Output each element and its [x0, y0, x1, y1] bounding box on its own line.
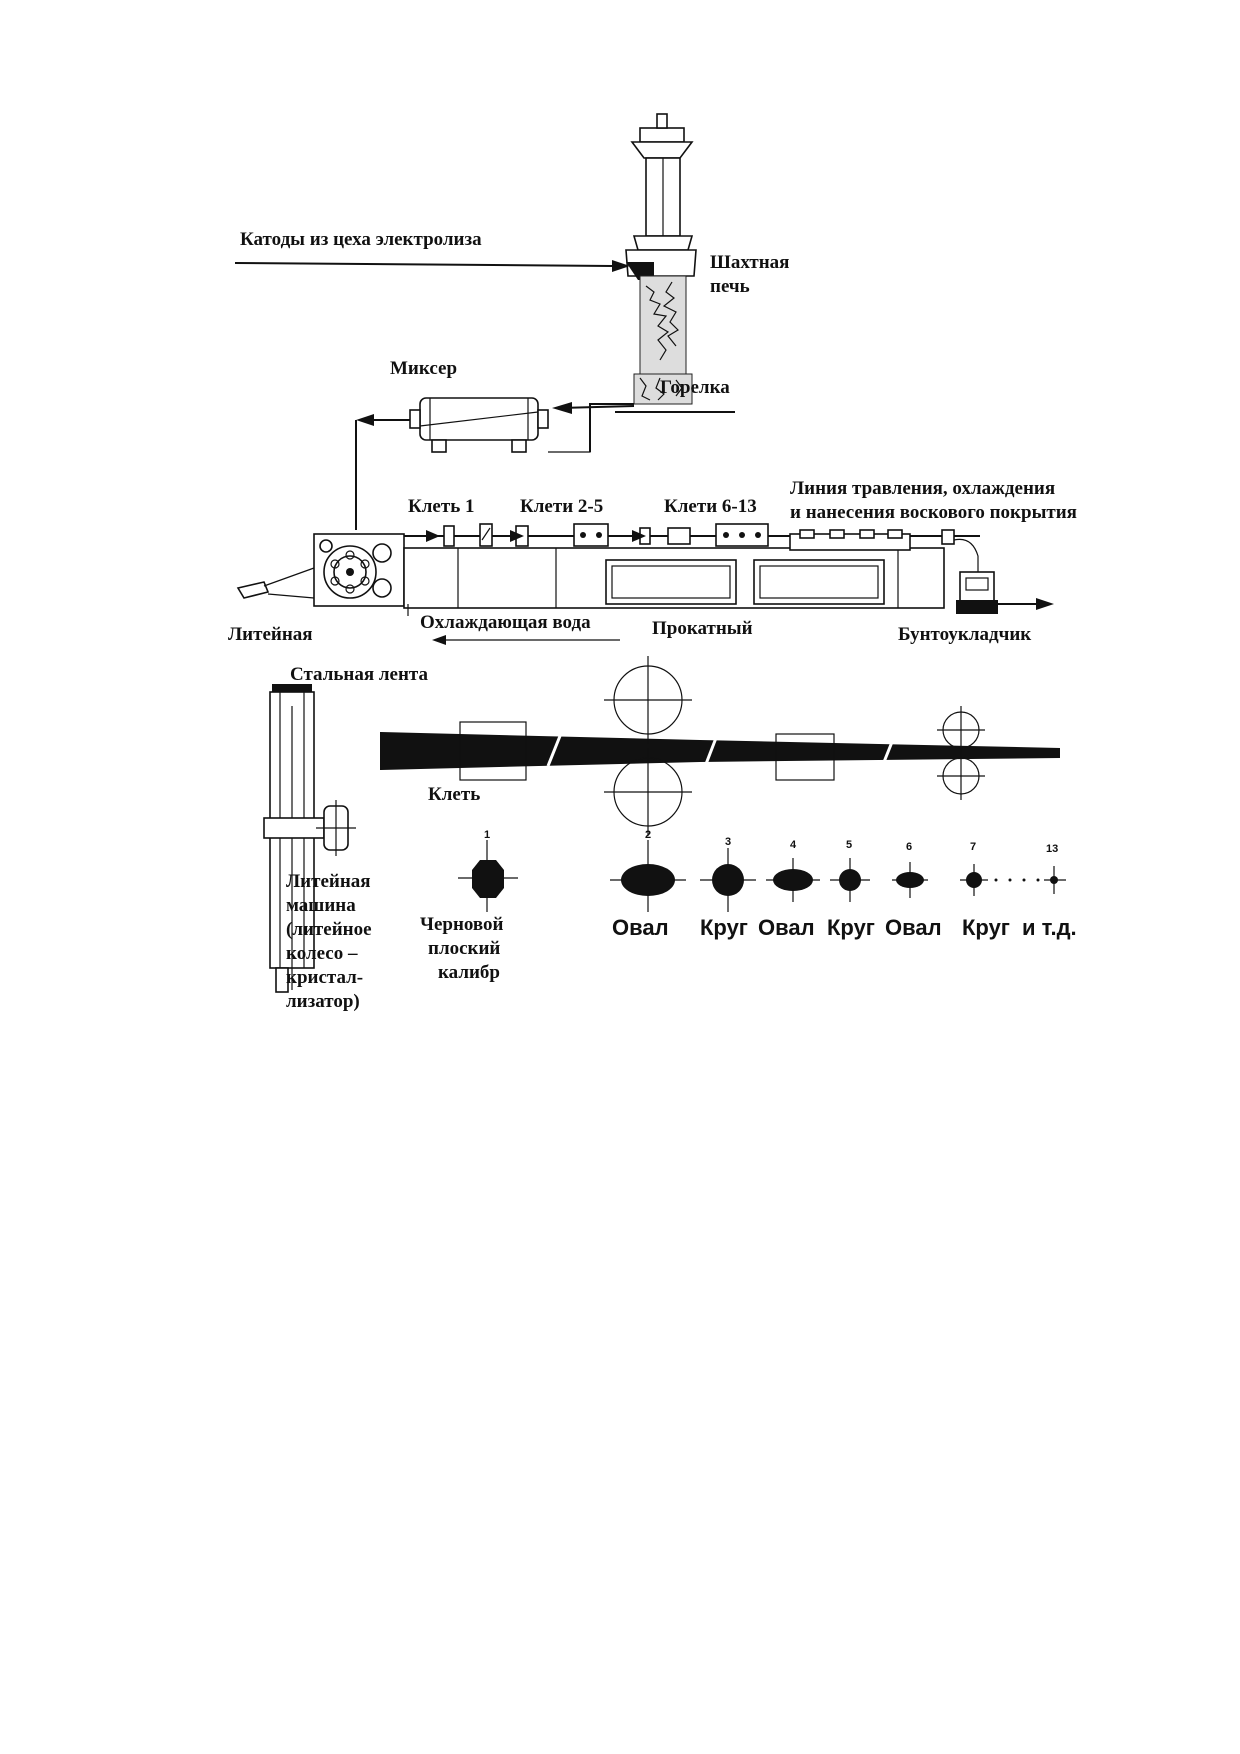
casting-machine	[263, 684, 356, 993]
stand-label: Клеть	[428, 784, 480, 805]
profile-name-round-1: Круг	[700, 915, 748, 940]
profile-name-oval-3: Овал	[885, 915, 942, 940]
profile-number-4: 4	[790, 839, 797, 851]
casting-machine-label-1: Литейная	[286, 871, 371, 892]
rough-pass-label-1: Черновой	[420, 914, 504, 935]
profile-1-shape	[472, 860, 504, 898]
profile-7-shape	[966, 872, 982, 888]
profile-2-shape	[621, 864, 675, 896]
profile-name-round-2: Круг	[827, 915, 875, 940]
bar-through-stands	[380, 656, 1060, 836]
rough-pass-label-2: плоский	[428, 938, 500, 959]
mixer-label: Миксер	[390, 358, 457, 379]
profile-name-oval-2: Овал	[758, 915, 815, 940]
rolling-line	[236, 523, 1054, 645]
casting-machine-label-4: колесо –	[286, 943, 358, 964]
profile-sequence: 1 2 3 4 5 6 7	[458, 829, 1066, 912]
shaft-furnace-label-1: Шахтная	[710, 252, 789, 273]
profile-number-13: 13	[1046, 843, 1058, 855]
mixer-to-caster-flow	[355, 414, 410, 530]
profile-number-2: 2	[645, 829, 651, 841]
furnace-to-mixer-flow	[548, 402, 635, 453]
shaft-furnace	[615, 113, 735, 413]
profile-3-shape	[712, 864, 744, 896]
cathodes-arrow	[234, 260, 630, 272]
steel-band-label: Стальная лента	[290, 664, 428, 685]
casting-machine-label-3: (литейное	[286, 919, 372, 940]
profile-name-oval-1: Овал	[612, 915, 669, 940]
stands-2-5-label: Клети 2-5	[520, 496, 603, 517]
rough-pass-label-3: калибр	[438, 962, 500, 983]
casting-machine-label-2: машина	[286, 895, 356, 916]
profile-number-3: 3	[725, 836, 731, 848]
casting-machine-label-6: лизатор)	[286, 991, 360, 1012]
casting-machine-label-5: кристал-	[286, 967, 363, 988]
profile-5-shape	[839, 869, 861, 891]
profile-number-1: 1	[484, 829, 490, 841]
mixer	[409, 397, 549, 453]
profile-number-5: 5	[846, 839, 852, 851]
profile-13-shape	[1050, 876, 1058, 884]
pickling-line-label-1: Линия травления, охлаждения	[790, 478, 1055, 499]
profile-name-round-3: Круг	[962, 915, 1010, 940]
rolling-label: Прокатный	[652, 618, 753, 639]
stands-6-13-label: Клети 6-13	[664, 496, 757, 517]
coiler-label: Бунтоукладчик	[898, 624, 1031, 645]
profile-4-shape	[773, 869, 813, 891]
casting-label: Литейная	[228, 624, 313, 645]
stand-1-label: Клеть 1	[408, 496, 475, 517]
cathodes-label: Катоды из цеха электролиза	[240, 229, 482, 250]
profile-6-shape	[896, 872, 924, 888]
profile-number-6: 6	[906, 841, 912, 853]
cooling-water-label: Охлаждающая вода	[420, 612, 591, 633]
profile-number-7: 7	[970, 841, 976, 853]
burner-label: Горелка	[660, 377, 730, 398]
profile-name-etc: и т.д.	[1022, 915, 1077, 940]
pickling-line-label-2: и нанесения воскового покрытия	[790, 502, 1077, 523]
shaft-furnace-label-2: печь	[710, 276, 750, 297]
